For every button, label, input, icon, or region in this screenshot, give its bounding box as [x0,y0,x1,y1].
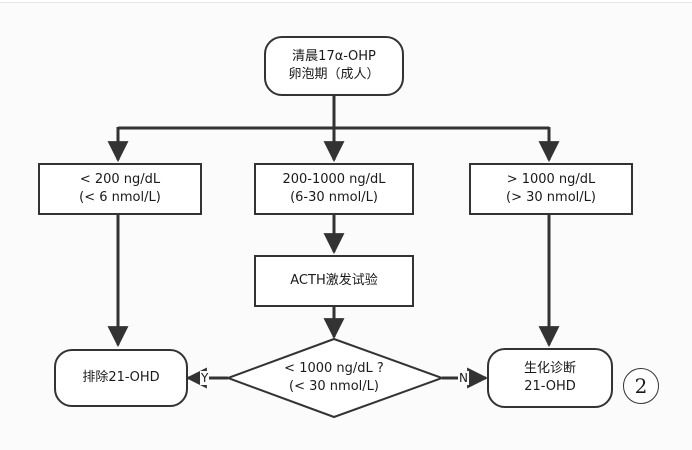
mid-range-line2: (6-30 nmol/L) [290,190,378,205]
diagnose-node: 生化诊断 21-OHD [487,348,613,408]
figure-number-badge: 2 [623,368,659,404]
acth-test-label: ACTH激发试验 [290,273,378,288]
exclude-label: 排除21-OHD [82,370,160,385]
start-node-line2: 卵泡期（成人） [288,67,380,82]
decision-line1: < 1000 ng/dL ? [284,361,384,376]
mid-range-line1: 200-1000 ng/dL [282,172,386,187]
exclude-node: 排除21-OHD [54,349,188,407]
decision-diamond-shape [225,337,445,419]
high-range-line1: > 1000 ng/dL [506,172,596,187]
high-range-line2: (> 30 nmol/L) [506,190,596,205]
start-node: 清晨17α-OHP 卵泡期（成人） [264,36,404,96]
diagnose-line2: 21-OHD [524,379,576,394]
low-range-line1: < 200 ng/dL [79,172,161,187]
figure-number: 2 [634,374,648,398]
high-range-box: > 1000 ng/dL (> 30 nmol/L) [469,163,633,215]
low-range-line2: (< 6 nmol/L) [79,190,161,205]
acth-test-box: ACTH激发试验 [254,255,414,307]
low-range-box: < 200 ng/dL (< 6 nmol/L) [38,163,202,215]
diagnose-line1: 生化诊断 [523,361,576,376]
decision-line2: (< 30 nmol/L) [289,379,379,394]
no-edge-label: N [458,371,469,385]
mid-range-box: 200-1000 ng/dL (6-30 nmol/L) [254,163,414,215]
yes-edge-label: Y [200,371,210,385]
decision-node: < 1000 ng/dL ? (< 30 nmol/L) [254,356,414,400]
start-node-line1: 清晨17α-OHP [292,49,376,64]
